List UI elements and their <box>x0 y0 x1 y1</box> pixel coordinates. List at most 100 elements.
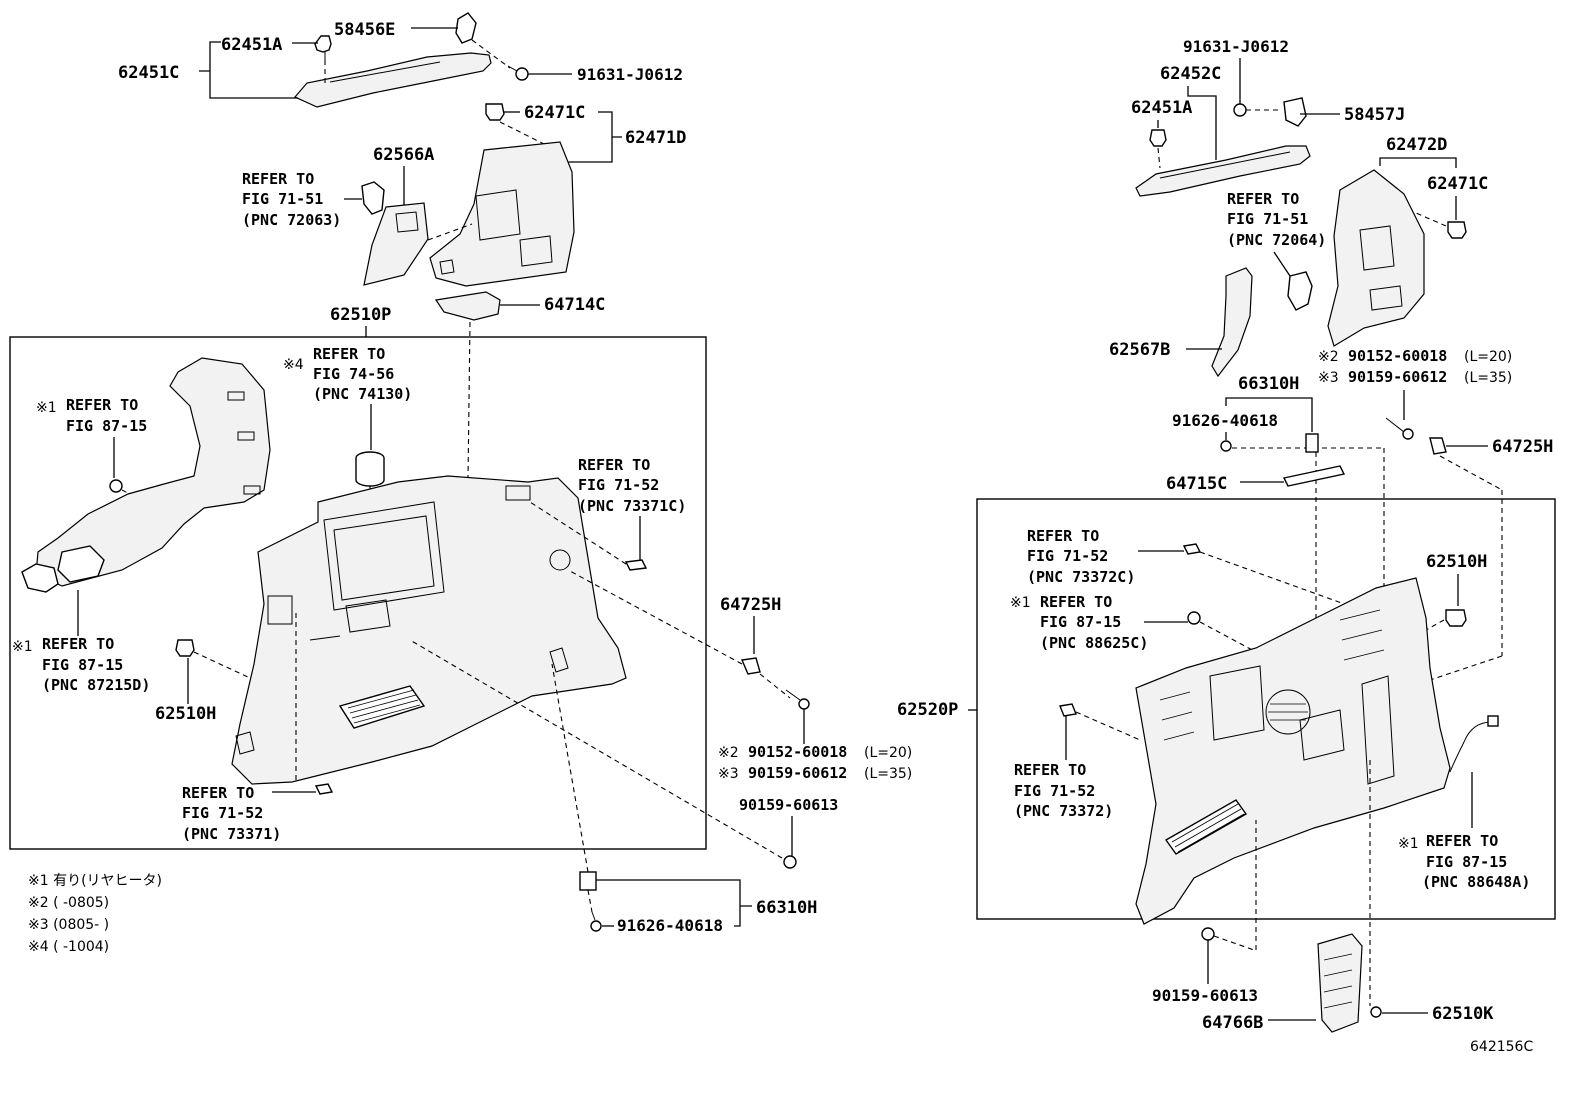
part-speaker-grille-right <box>1164 799 1248 855</box>
part-62451A-clip-right <box>1149 129 1167 147</box>
ref-fig-71-52-a-right-l2[interactable]: FIG 71-52 <box>1027 547 1108 565</box>
label-64725H-left: 64725H <box>720 595 781 615</box>
ref-fig-74-56-l3[interactable]: (PNC 74130) <box>313 385 412 403</box>
note-2-mark-left: ※2 <box>718 745 739 761</box>
part-62510H-clip-right <box>1445 609 1467 627</box>
ref-fig-87-15-b-l2[interactable]: FIG 87-15 <box>42 656 123 674</box>
part-58457J-bracket <box>1283 97 1307 127</box>
note-3-pn-right: 90159-60612 <box>1348 368 1447 386</box>
note-2-len-left: (L=20) <box>864 745 912 761</box>
ref-fig-87-15-a-l1[interactable]: REFER TO <box>66 396 138 414</box>
ref-fig-71-52-a-l3[interactable]: (PNC 73371C) <box>578 497 686 515</box>
ref-fig-87-15-a-right-l1[interactable]: REFER TO <box>1040 593 1112 611</box>
part-clip-88625C <box>1187 611 1201 625</box>
ref-fig-71-52-a-l1[interactable]: REFER TO <box>578 456 650 474</box>
note-3-mark-right: ※3 <box>1318 370 1339 386</box>
part-64715C-cover <box>1282 465 1346 487</box>
ref-87-15-a-mark: ※1 <box>36 400 57 416</box>
ref-fig-87-15-a-right-l3[interactable]: (PNC 88625C) <box>1040 634 1148 652</box>
ref-fig-71-51-right-l2[interactable]: FIG 71-51 <box>1227 210 1308 228</box>
assembly-box-62510P <box>9 336 707 850</box>
ref-fig-71-51-left-l2[interactable]: FIG 71-51 <box>242 190 323 208</box>
ref-fig-87-15-b-l3[interactable]: (PNC 87215D) <box>42 676 150 694</box>
part-62566A-garnish <box>363 202 429 286</box>
part-90159-60613-bolt-right <box>1201 927 1215 941</box>
footnote-3: ※3 (0805- ) <box>28 917 109 933</box>
ref-fig-71-52-b-l2[interactable]: FIG 71-52 <box>182 804 263 822</box>
part-66310H-cover-right <box>1305 433 1319 453</box>
label-66310H-right: 66310H <box>1238 374 1299 394</box>
ref-fig-71-51-right-l3[interactable]: (PNC 72064) <box>1227 231 1326 249</box>
part-62472D-pillar-garnish <box>1327 169 1425 347</box>
note-2-pn-right: 90152-60018 <box>1348 347 1447 365</box>
label-62510K: 62510K <box>1432 1004 1494 1024</box>
label-62472D: 62472D <box>1386 135 1447 155</box>
label-90159-60613-right: 90159-60613 <box>1152 986 1258 1005</box>
label-64714C: 64714C <box>544 295 605 315</box>
ref-fig-71-52-b-l3[interactable]: (PNC 73371) <box>182 825 281 843</box>
label-62566A: 62566A <box>373 145 434 165</box>
part-lamp-73371C <box>624 559 648 571</box>
part-64725H-nut <box>740 657 761 675</box>
part-62471C-clip <box>485 103 505 121</box>
part-sensor-72063 <box>361 181 385 215</box>
part-91631-J0612-screw <box>507 65 529 81</box>
ref-fig-87-15-b-l1[interactable]: REFER TO <box>42 635 114 653</box>
part-58456E-bracket <box>455 12 477 44</box>
label-91626-40618-right: 91626-40618 <box>1172 411 1278 430</box>
ref-fig-87-15-b-right-l1[interactable]: REFER TO <box>1426 832 1498 850</box>
label-62567B: 62567B <box>1109 340 1170 360</box>
part-lamp-73372C <box>1182 543 1202 555</box>
ref-fig-71-52-a-right-l3[interactable]: (PNC 73372C) <box>1027 568 1135 586</box>
part-91631-J0612-screw-right <box>1233 103 1247 117</box>
part-91626-40618-screw-right <box>1220 440 1232 452</box>
part-outlet-74130 <box>355 451 385 487</box>
part-90159-60613-bolt <box>783 855 797 869</box>
part-clip-87-15-a <box>109 479 123 493</box>
ref-fig-87-15-b-right-l2[interactable]: FIG 87-15 <box>1426 853 1507 871</box>
note-2-mark-right: ※2 <box>1318 349 1339 365</box>
label-62451C: 62451C <box>118 63 179 83</box>
ref-fig-74-56-l2[interactable]: FIG 74-56 <box>313 365 394 383</box>
figure-id: 642156C <box>1470 1039 1533 1055</box>
part-64714C-cover <box>434 291 501 321</box>
label-91626-40618-left: 91626-40618 <box>617 916 723 935</box>
ref-fig-87-15-a-l2[interactable]: FIG 87-15 <box>66 417 147 435</box>
ref-fig-71-51-left-l1[interactable]: REFER TO <box>242 170 314 188</box>
label-62510H-left: 62510H <box>155 704 216 724</box>
part-62510K-clip <box>1370 1006 1382 1018</box>
part-62451A-clip <box>314 35 332 60</box>
ref-87-15-a-right-mark: ※1 <box>1010 595 1031 611</box>
note-3-pn-left: 90159-60612 <box>748 764 847 782</box>
ref-fig-71-52-b-l1[interactable]: REFER TO <box>182 784 254 802</box>
part-62510P-quarter-trim <box>231 475 627 785</box>
label-64766B: 64766B <box>1202 1013 1263 1033</box>
part-lamp-73372 <box>1059 703 1077 717</box>
label-62451A: 62451A <box>221 35 282 55</box>
part-62510H-clip <box>175 639 195 657</box>
ref-fig-71-52-b-right-l2[interactable]: FIG 71-52 <box>1014 782 1095 800</box>
part-62520P-quarter-trim <box>1135 577 1451 925</box>
part-62452C-garnish <box>1135 145 1311 197</box>
label-62471C-right: 62471C <box>1427 174 1488 194</box>
label-62510H-right: 62510H <box>1426 552 1487 572</box>
ref-fig-74-56-l1[interactable]: REFER TO <box>313 345 385 363</box>
part-wire-harness-88648A <box>1449 715 1499 773</box>
label-64725H-right: 64725H <box>1492 437 1553 457</box>
ref-fig-71-52-b-right-l3[interactable]: (PNC 73372) <box>1014 802 1113 820</box>
ref-fig-87-15-a-right-l2[interactable]: FIG 87-15 <box>1040 613 1121 631</box>
part-lamp-73371 <box>314 783 334 795</box>
footnote-1: ※1 有り(リヤヒータ) <box>28 873 162 889</box>
label-62510P: 62510P <box>330 305 391 325</box>
ref-fig-71-52-b-right-l1[interactable]: REFER TO <box>1014 761 1086 779</box>
ref-fig-71-52-a-right-l1[interactable]: REFER TO <box>1027 527 1099 545</box>
ref-87-15-b-right-mark: ※1 <box>1398 836 1419 852</box>
part-62471C-clip-right <box>1447 221 1467 239</box>
label-62471D: 62471D <box>625 128 686 148</box>
ref-fig-87-15-b-right-l3[interactable]: (PNC 88648A) <box>1422 873 1530 891</box>
note-3-len-right: (L=35) <box>1464 370 1512 386</box>
ref-fig-71-52-a-l2[interactable]: FIG 71-52 <box>578 476 659 494</box>
ref-fig-71-51-right-l1[interactable]: REFER TO <box>1227 190 1299 208</box>
ref-fig-71-51-left-l3[interactable]: (PNC 72063) <box>242 211 341 229</box>
